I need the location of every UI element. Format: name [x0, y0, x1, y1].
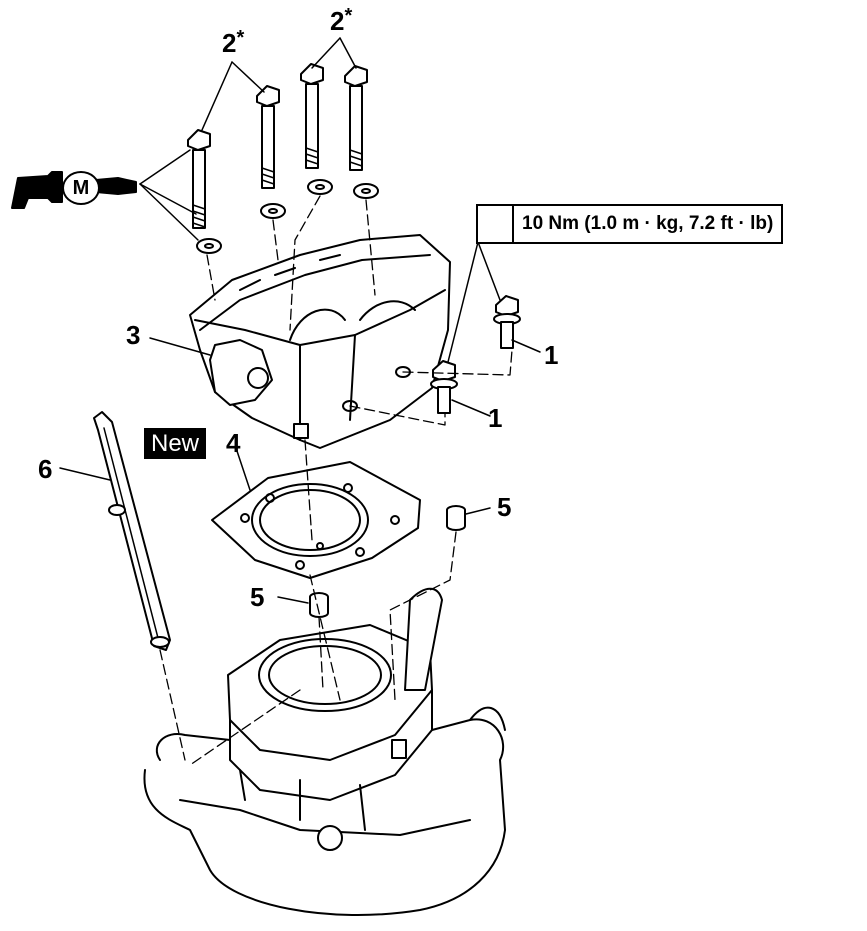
torque-spec-box: 10 Nm (1.0 m · kg, 7.2 ft · lb)	[476, 204, 784, 244]
new-part-badge: New	[144, 428, 207, 460]
dowel-pin-1	[446, 505, 466, 531]
molybdenum-oil-symbol: M	[62, 171, 100, 205]
leader-lines	[59, 37, 541, 604]
label-bolt-1-lower: 1	[488, 403, 503, 433]
cylinder-head	[189, 234, 451, 449]
label-bolt-2-left: 2*	[222, 27, 245, 58]
label-bolt-2-right: 2*	[330, 5, 353, 36]
label-bolt-1-upper: 1	[544, 340, 559, 370]
long-bolt-3	[300, 63, 324, 169]
label-cylinder-head: 3	[126, 320, 141, 350]
alignment-lines	[159, 195, 513, 766]
cylinder-block	[143, 587, 506, 916]
torque-icon-cell	[478, 206, 514, 242]
label-gasket: 4	[226, 428, 241, 458]
cylinder-gasket	[211, 461, 421, 579]
label-dowel-upper: 5	[497, 492, 512, 522]
label-chain-guide: 6	[38, 454, 53, 484]
oil-can-icon	[11, 171, 137, 209]
torque-spec-text: 10 Nm (1.0 m · kg, 7.2 ft · lb)	[522, 213, 774, 234]
flange-bolt-1	[493, 295, 521, 349]
long-bolt-4	[344, 65, 368, 171]
long-bolt-2	[256, 85, 280, 189]
long-bolt-1	[187, 129, 211, 229]
flange-bolt-2	[430, 360, 458, 414]
chain-guide	[93, 411, 171, 651]
label-dowel-lower: 5	[250, 582, 265, 612]
washers	[196, 179, 379, 254]
